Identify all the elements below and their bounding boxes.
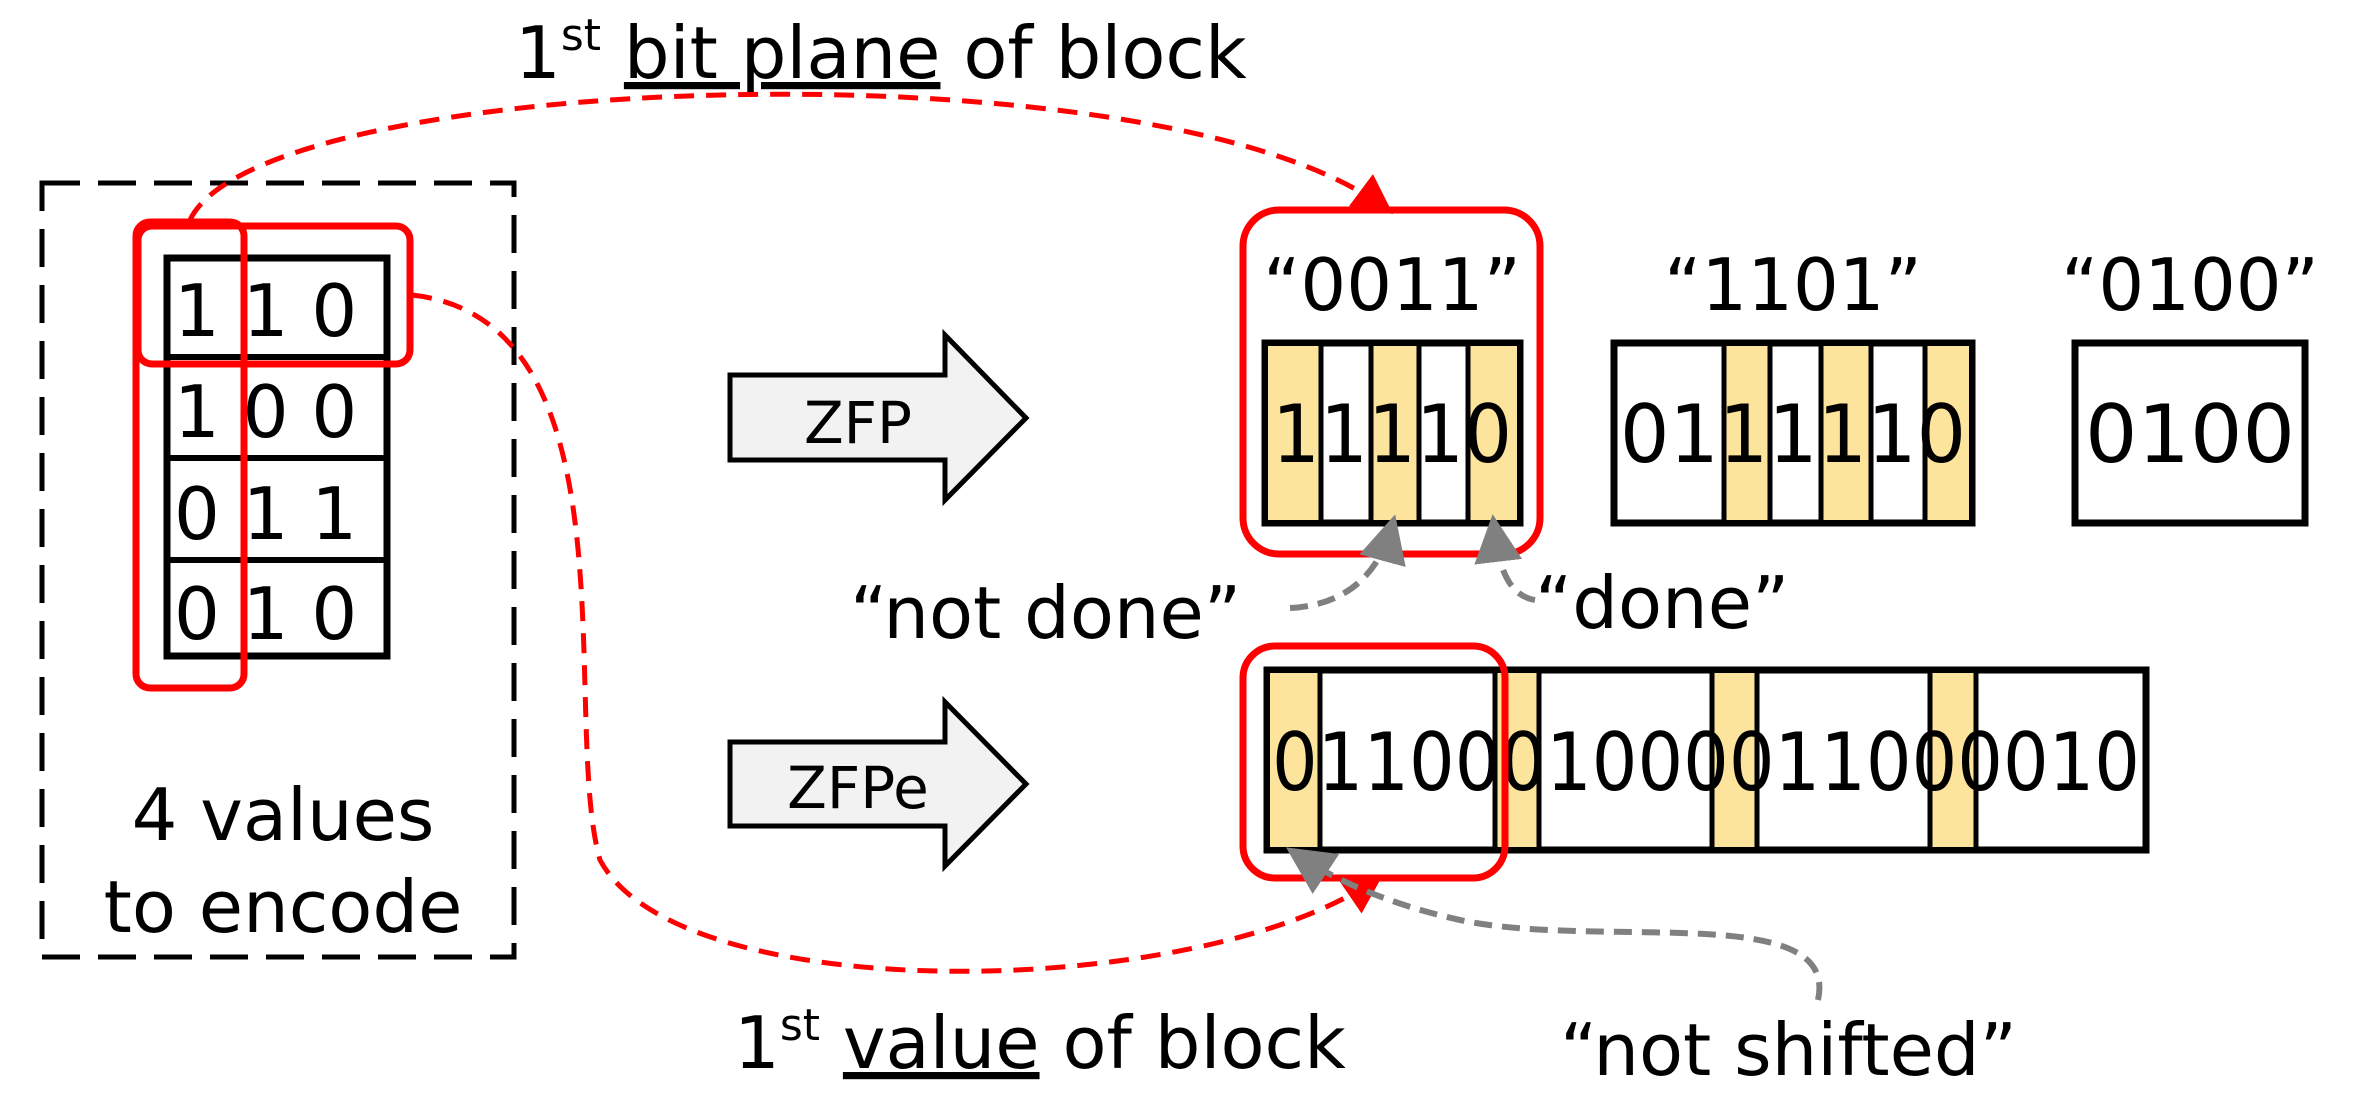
input-dashed-box [39,180,517,960]
bottom-caption: 1st value of block [734,1000,1346,1085]
zfp-group-quote: “0011” [1263,243,1521,327]
done-label: “done” [1535,561,1789,645]
zfpe-bits-text: 0110001000011000010 [1272,716,2140,809]
not-shifted-label: “not shifted” [1560,1008,2017,1092]
not-done-arrow [1289,514,1406,611]
highlighted-bit [1371,346,1419,520]
highlighted-bit [1724,346,1770,520]
zfpe-bit-stream: 0110001000011000010 [1263,666,2150,854]
svg-text:ZFPe: ZFPe [787,754,929,822]
zfp-bit-box: 11110 [1261,339,1524,527]
input-caption-line1: 4 values [132,773,435,857]
zfp-bits-text: 0111110 [1620,388,1966,481]
zfp-bits-text: 11110 [1272,388,1512,481]
bit-plane-arrow [187,91,1394,222]
zfp-bit-box: 0100 [2071,339,2309,527]
zfp-bit-box: 0111110 [1610,339,1976,527]
first-row-highlight [134,222,414,368]
zfp-group-quote: “1101” [1664,243,1922,327]
highlighted-bit [1468,346,1517,520]
value-arrow [411,292,1384,974]
highlighted-bit [1930,673,1976,847]
input-value-table: 1 1 0 1 0 0 0 1 1 0 1 0 [163,254,391,660]
highlighted-bit [1821,346,1871,520]
input-row: 0 1 0 [174,572,357,656]
zfpe-arrow: ZFPe [727,695,1030,873]
highlighted-bit [1712,673,1757,847]
done-arrow [1474,514,1536,603]
input-caption-line2: to encode [104,865,463,949]
zfp-bits-text: 0100 [2085,388,2295,481]
not-shifted-arrow [1286,847,1823,1001]
highlighted-bit [1270,673,1320,847]
first-column-highlight [132,218,248,692]
input-row: 1 0 0 [174,370,357,454]
zfp-arrow: ZFP [727,328,1030,507]
svg-text:ZFP: ZFP [804,389,912,457]
highlighted-bit [1268,346,1321,520]
input-row: 0 1 1 [174,472,357,556]
highlighted-bit [1925,346,1969,520]
top-caption: 1st bit plane of block [515,10,1247,95]
not-done-label: “not done” [850,571,1241,655]
zfp-group-quote: “0100” [2061,243,2319,327]
input-row: 1 1 0 [174,269,357,353]
